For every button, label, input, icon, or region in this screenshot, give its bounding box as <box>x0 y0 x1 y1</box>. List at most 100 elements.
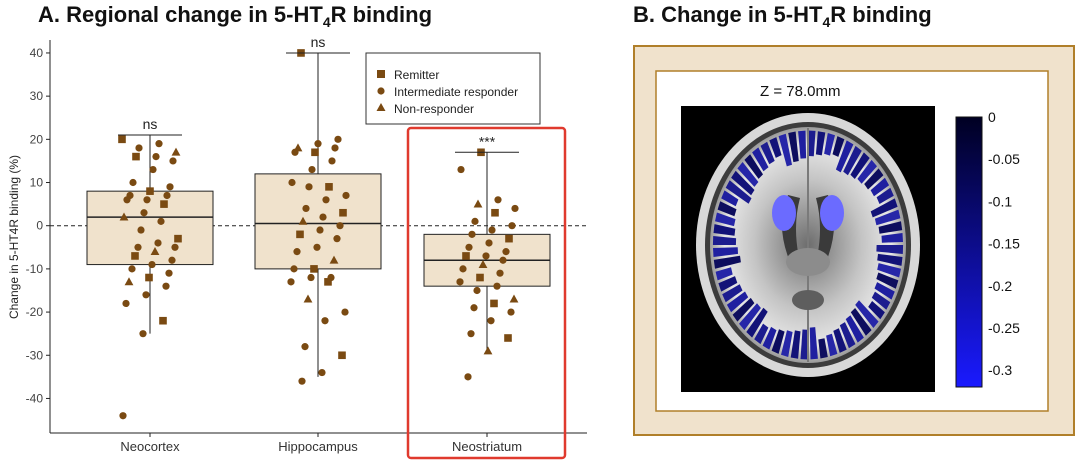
cortex-binding-patch <box>713 255 741 269</box>
data-point-intermediate <box>119 412 127 420</box>
cortex-binding-patch <box>850 308 872 336</box>
cortex-binding-patch <box>876 272 899 289</box>
data-point-remitter <box>325 183 333 191</box>
data-point-intermediate <box>465 243 473 251</box>
colorbar-tick-label: 0 <box>988 109 996 125</box>
data-point-intermediate <box>137 226 145 234</box>
legend-label-intermediate: Intermediate responder <box>394 85 518 99</box>
cortex-binding-patch <box>725 180 752 204</box>
cortex-binding-patch <box>754 323 769 345</box>
data-point-intermediate <box>122 299 130 308</box>
data-point-intermediate <box>293 248 301 256</box>
cortex-binding-patch <box>771 329 785 354</box>
data-point-remitter <box>324 278 332 286</box>
data-point-intermediate <box>321 317 329 325</box>
cortex-binding-patch <box>790 330 801 359</box>
data-point-nonresponder <box>298 216 308 225</box>
y-tick-label: 10 <box>30 176 44 190</box>
box-iqr <box>86 190 214 266</box>
data-point-remitter <box>159 316 167 325</box>
highlight-box-neostriatum <box>406 126 567 460</box>
data-point-intermediate <box>123 196 131 204</box>
data-point-intermediate <box>308 165 316 174</box>
data-point-intermediate <box>290 265 298 273</box>
cortex-binding-patch <box>871 291 891 310</box>
data-point-intermediate <box>328 157 336 165</box>
box-iqr <box>254 173 382 270</box>
data-point-remitter <box>132 152 140 161</box>
cortex-binding-patch <box>800 329 808 360</box>
data-point-intermediate <box>171 243 179 251</box>
thalamus <box>786 248 830 276</box>
cortex-binding-patch <box>781 330 793 357</box>
data-point-remitter <box>145 273 153 282</box>
data-point-intermediate <box>459 265 467 273</box>
data-point-remitter <box>296 230 304 239</box>
data-point-nonresponder <box>329 255 339 264</box>
left-striatum-binding <box>772 195 796 231</box>
data-point-intermediate <box>341 308 349 316</box>
cortex-binding-patch <box>739 303 761 331</box>
significance-label: *** <box>479 133 496 149</box>
data-point-intermediate <box>336 222 344 230</box>
data-point-intermediate <box>154 239 162 247</box>
colorbar-tick-label: -0.25 <box>988 320 1020 336</box>
cortex-binding-patch <box>737 162 759 187</box>
panel-b-title: B. Change in 5-HT4R binding <box>633 2 932 30</box>
data-point-intermediate <box>487 317 495 325</box>
data-point-nonresponder <box>478 259 488 268</box>
cortex-binding-patch <box>778 133 792 167</box>
data-point-remitter <box>310 265 318 273</box>
data-point-intermediate <box>152 153 160 161</box>
legend-marker-intermediate <box>377 87 385 95</box>
cortex-binding-patch <box>857 159 877 184</box>
cortex-binding-patch <box>874 282 895 300</box>
cortex-binding-patch <box>839 322 856 349</box>
cortex-binding-patch <box>713 224 736 236</box>
y-tick-label: 0 <box>36 219 43 233</box>
data-point-remitter <box>505 234 513 243</box>
cortex-binding-patch <box>870 198 898 218</box>
data-point-intermediate <box>287 278 295 286</box>
data-point-intermediate <box>334 135 342 143</box>
data-point-intermediate <box>302 204 310 213</box>
data-point-intermediate <box>322 196 330 204</box>
cortex-binding-patch <box>713 247 738 257</box>
cortex-binding-patch <box>798 130 807 159</box>
data-point-intermediate <box>508 222 516 230</box>
data-point-intermediate <box>298 377 306 385</box>
data-point-intermediate <box>149 165 157 174</box>
data-point-intermediate <box>314 140 322 148</box>
colorbar-tick-label: -0.2 <box>988 278 1012 294</box>
data-point-remitter <box>311 148 319 157</box>
data-point-intermediate <box>456 278 464 286</box>
data-point-remitter <box>490 299 498 308</box>
data-point-intermediate <box>163 191 171 200</box>
data-point-remitter <box>174 234 182 243</box>
legend-marker-nonresponder <box>376 103 386 111</box>
cortex-binding-patch <box>874 209 901 226</box>
data-point-intermediate <box>169 157 177 165</box>
data-point-nonresponder <box>509 294 519 303</box>
data-point-intermediate <box>162 282 170 290</box>
data-point-intermediate <box>140 209 148 217</box>
data-point-intermediate <box>499 256 507 264</box>
y-tick-label: 30 <box>30 89 44 103</box>
data-point-intermediate <box>129 178 137 187</box>
cortex-binding-patch <box>731 170 755 196</box>
data-point-intermediate <box>482 252 490 260</box>
data-point-intermediate <box>496 269 504 277</box>
data-point-intermediate <box>139 330 147 338</box>
cortex-binding-patch <box>864 168 884 190</box>
cortex-binding-map <box>712 130 904 360</box>
cortex-binding-patch <box>818 338 828 359</box>
cortex-binding-patch <box>715 267 733 281</box>
data-point-nonresponder <box>483 346 493 355</box>
data-point-intermediate <box>333 235 341 243</box>
y-tick-label: 40 <box>30 46 44 60</box>
y-tick-label: -20 <box>26 305 44 319</box>
data-point-intermediate <box>319 213 327 221</box>
data-point-intermediate <box>142 291 150 299</box>
cortex-binding-patch <box>732 297 755 322</box>
